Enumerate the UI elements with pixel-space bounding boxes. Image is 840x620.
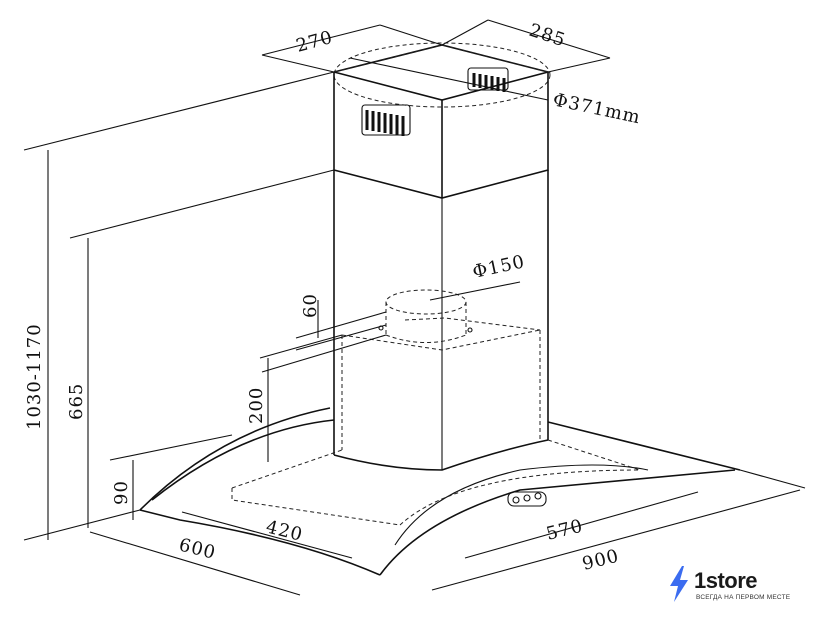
dim-chimney-depth: 285 — [526, 20, 568, 52]
dim-inner-width: 570 — [544, 515, 585, 544]
dim-chimney-diameter: Φ371mm — [551, 89, 643, 128]
brand-tagline: ВСЕГДА НА ПЕРВОМ МЕСТЕ — [696, 594, 791, 601]
dim-collar-height: 60 — [300, 293, 321, 318]
dim-outlet-diameter: Φ150 — [471, 251, 527, 283]
canopy — [139, 407, 741, 576]
brand-name: 1store — [694, 568, 758, 593]
dim-chimney-width: 270 — [294, 27, 336, 57]
brand-logo: 1store ВСЕГДА НА ПЕРВОМ МЕСТЕ — [668, 566, 791, 606]
dim-width: 900 — [580, 545, 621, 574]
dim-total-height: 1030-1170 — [24, 323, 45, 430]
chimney-vent-slots — [361, 67, 509, 136]
motor-housing — [341, 289, 541, 450]
dim-inner-depth: 420 — [264, 516, 305, 545]
dim-motor-height: 200 — [246, 387, 267, 424]
lightning-bolt-icon — [670, 566, 688, 602]
lower-chimney — [333, 170, 549, 471]
dim-chimney-lower: 665 — [66, 383, 87, 420]
dim-canopy-height: 90 — [111, 480, 132, 505]
chimney-diameter-circle — [333, 42, 551, 108]
dimension-lines — [23, 19, 806, 596]
control-buttons — [507, 491, 547, 507]
